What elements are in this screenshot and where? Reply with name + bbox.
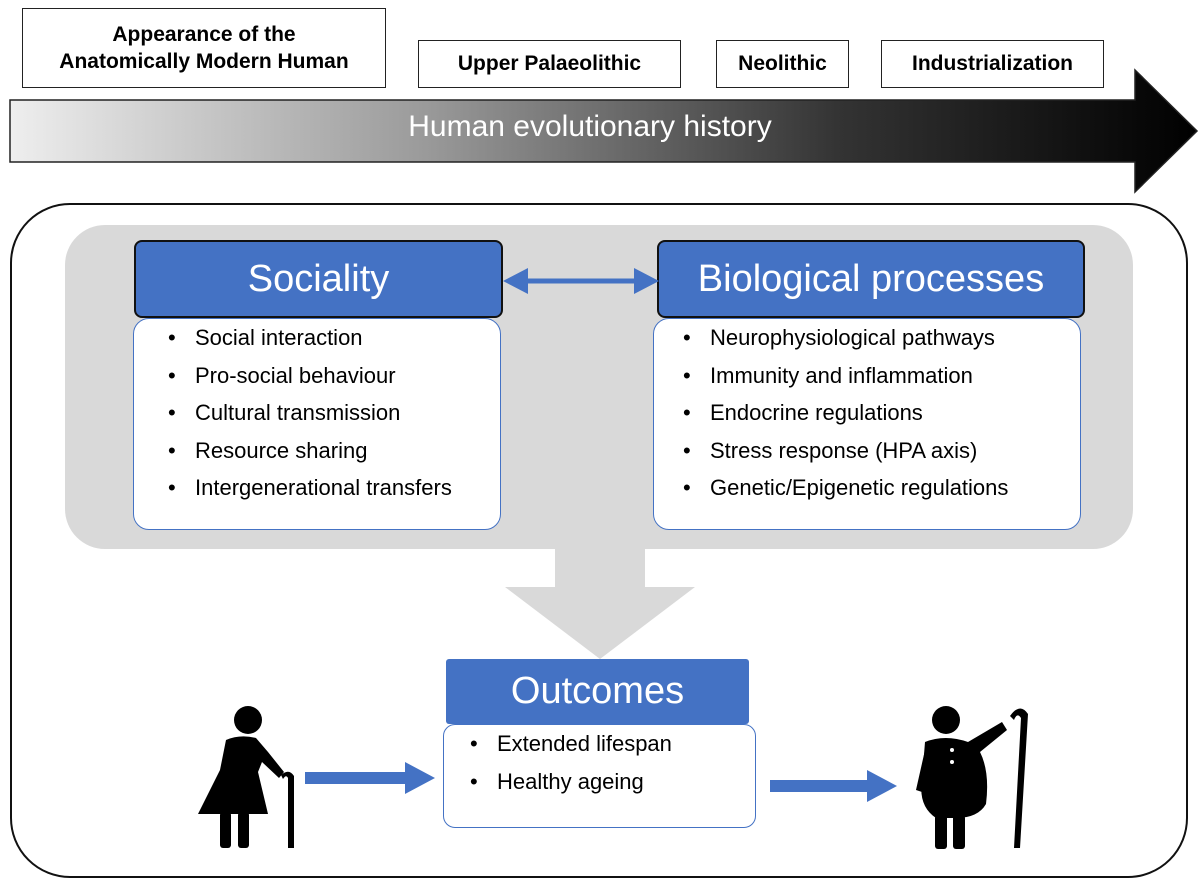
era-box-upper-palaeolithic: Upper Palaeolithic <box>418 40 681 88</box>
down-arrow <box>505 549 695 659</box>
era-box-industrialization: Industrialization <box>881 40 1104 88</box>
era-label: Neolithic <box>738 52 827 76</box>
sociality-list-box: Social interaction Pro-social behaviour … <box>133 318 501 530</box>
list-item: Resource sharing <box>166 432 500 470</box>
list-item: Genetic/Epigenetic regulations <box>681 469 1080 507</box>
era-box-neolithic: Neolithic <box>716 40 849 88</box>
main-frame <box>10 203 1188 878</box>
list-item: Pro-social behaviour <box>166 357 500 395</box>
era-label: Upper Palaeolithic <box>457 52 642 76</box>
list-item: Extended lifespan <box>468 725 755 763</box>
timeline-label: Human evolutionary history <box>408 110 772 143</box>
sociality-list: Social interaction Pro-social behaviour … <box>166 319 500 507</box>
list-item: Endocrine regulations <box>681 394 1080 432</box>
biological-title: Biological processes <box>697 257 1045 300</box>
list-item: Social interaction <box>166 319 500 357</box>
biological-list-box: Neurophysiological pathways Immunity and… <box>653 318 1081 530</box>
list-item: Cultural transmission <box>166 394 500 432</box>
outcomes-list-box: Extended lifespan Healthy ageing <box>443 724 756 828</box>
outcomes-header: Outcomes <box>446 659 749 724</box>
sociality-title: Sociality <box>247 257 390 300</box>
era-box-modern-human: Appearance of the Anatomically Modern Hu… <box>22 8 386 88</box>
list-item: Neurophysiological pathways <box>681 319 1080 357</box>
list-item: Intergenerational transfers <box>166 469 500 507</box>
timeline-arrow <box>9 68 1199 194</box>
era-label-line2: Anatomically Modern Human <box>59 50 349 73</box>
biological-header: Biological processes <box>657 240 1085 318</box>
sociality-header: Sociality <box>134 240 503 318</box>
list-item: Stress response (HPA axis) <box>681 432 1080 470</box>
biological-list: Neurophysiological pathways Immunity and… <box>681 319 1080 507</box>
list-item: Healthy ageing <box>468 763 755 801</box>
outcomes-list: Extended lifespan Healthy ageing <box>468 725 755 800</box>
era-label: Industrialization <box>911 52 1073 76</box>
outcomes-title: Outcomes <box>510 670 685 712</box>
list-item: Immunity and inflammation <box>681 357 1080 395</box>
era-label-line1: Appearance of the <box>112 22 296 46</box>
